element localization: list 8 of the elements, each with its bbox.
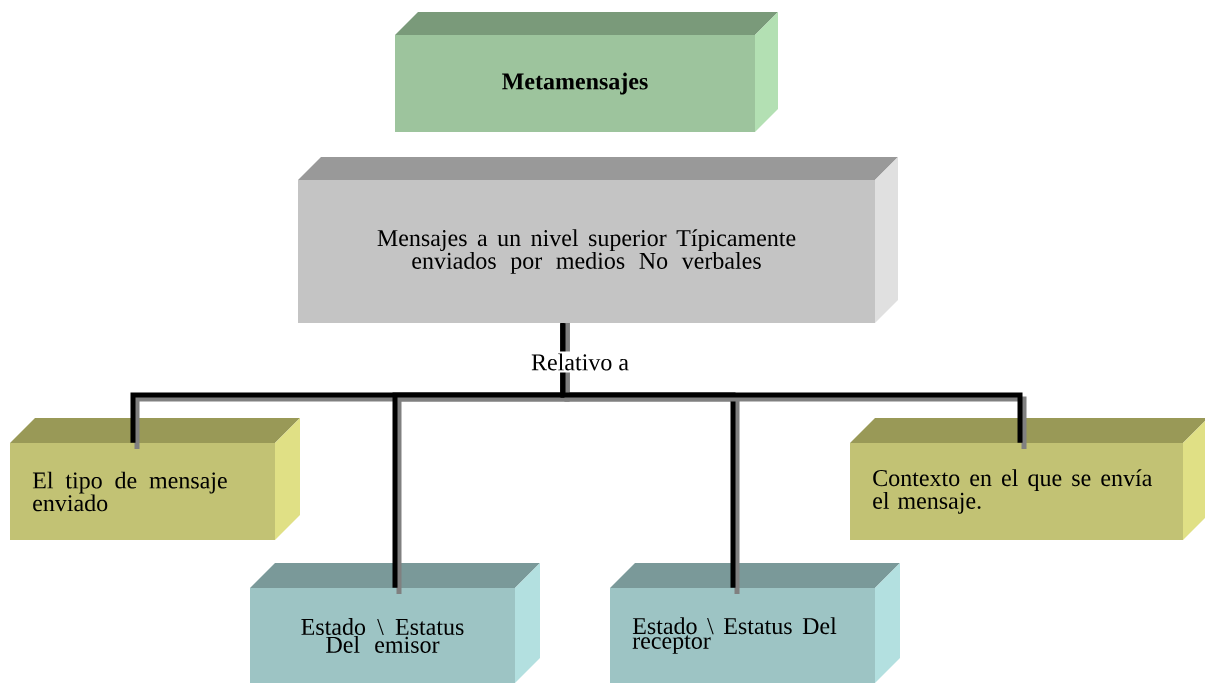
block-box: Estado \ Estatus Del emisor (250, 563, 540, 683)
block-box: El tipo de mensaje enviado (10, 418, 300, 540)
block-box: Contexto en el que se envía el mensaje. (850, 418, 1205, 540)
block-box: Mensajes a un nivel superior Típicamente enviados por medios No verbales (298, 157, 898, 323)
edge-label: Relativo a (529, 351, 631, 373)
block-box: Metamensajes (395, 12, 778, 132)
block-box: Estado \ Estatus Del receptor (610, 563, 900, 683)
connector-line (560, 323, 1027, 449)
